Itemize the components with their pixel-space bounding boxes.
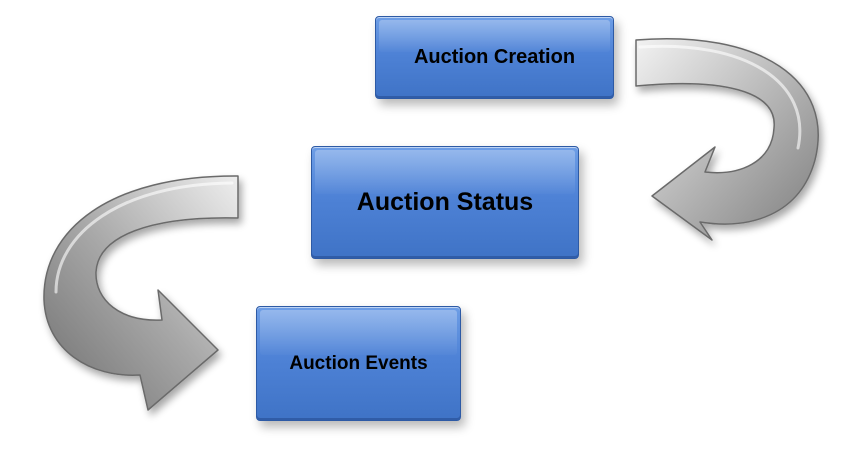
arrow-status-to-events [43, 175, 239, 411]
arrow-creation-to-status [635, 38, 819, 241]
auction-events-label: Auction Events [289, 352, 428, 374]
auction-status-label: Auction Status [356, 188, 534, 216]
auction-status-box: Auction Status [311, 146, 579, 259]
auction-events-box: Auction Events [256, 306, 461, 421]
auction-creation-label: Auction Creation [413, 46, 576, 68]
auction-creation-box: Auction Creation [375, 16, 614, 99]
arrow-right-shape [635, 38, 819, 241]
arrow-left-shape [43, 175, 239, 411]
